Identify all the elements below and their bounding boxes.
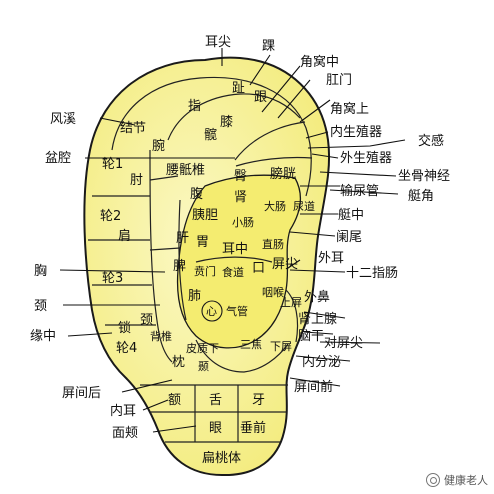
leader-lines bbox=[59, 48, 406, 433]
label-jingzhui: 颈 bbox=[140, 313, 153, 328]
label-yan: 眼 bbox=[209, 421, 222, 436]
label-duipingjian: 对屏尖 bbox=[324, 336, 363, 351]
label-xin: 心 bbox=[206, 305, 217, 318]
label-neishengzhiqi: 内生殖器 bbox=[330, 124, 382, 140]
antitragus-line bbox=[195, 339, 289, 373]
label-niaodao: 尿道 bbox=[293, 199, 315, 213]
label-xi: 膝 bbox=[220, 115, 233, 130]
label-sanjiao: 三焦 bbox=[240, 338, 262, 351]
label-gan: 肝 bbox=[176, 231, 189, 246]
label-pingjianhou: 屏间后 bbox=[62, 386, 101, 401]
label-zhi-toe: 趾 bbox=[232, 81, 245, 96]
label-shangping: 上屏 bbox=[280, 296, 302, 309]
label-xiong: 胸 bbox=[34, 264, 47, 279]
label-jiaogan: 交感 bbox=[418, 133, 444, 149]
label-she: 舌 bbox=[209, 393, 222, 408]
label-fengxi: 风溪 bbox=[50, 112, 76, 127]
label-waishengzhiqi: 外生殖器 bbox=[340, 150, 392, 166]
scapha-seg-2 bbox=[149, 247, 181, 251]
label-pizhixia: 皮质下 bbox=[186, 342, 219, 355]
label-erzhong: 耳中 bbox=[222, 242, 248, 257]
label-shierzhichang: 十二指肠 bbox=[346, 266, 398, 281]
label-ganmen: 肛门 bbox=[326, 73, 352, 88]
label-pingjianqian: 屏间前 bbox=[294, 379, 333, 395]
watermark-icon bbox=[426, 473, 440, 487]
label-ya: 牙 bbox=[252, 393, 265, 408]
label-zhi-finger: 指 bbox=[188, 99, 201, 114]
label-mianjia: 面颊 bbox=[112, 426, 138, 441]
label-e: 额 bbox=[168, 393, 181, 408]
label-lun3: 轮3 bbox=[102, 271, 123, 286]
label-chuiqian: 垂前 bbox=[240, 420, 266, 436]
label-yuanzhong: 缘中 bbox=[30, 329, 56, 344]
label-fei: 肺 bbox=[188, 289, 201, 304]
label-wei: 胃 bbox=[196, 235, 209, 250]
concha-area bbox=[176, 174, 302, 349]
label-jiaowoshang: 角窝上 bbox=[330, 101, 369, 117]
tragus-notch bbox=[285, 289, 299, 343]
label-zhichang: 直肠 bbox=[262, 237, 284, 251]
scapha-line bbox=[149, 149, 173, 363]
scapha-seg-1 bbox=[149, 175, 179, 181]
label-yanhou: 咽喉 bbox=[262, 286, 284, 299]
label-shuniaoguan: 输尿管 bbox=[340, 183, 379, 199]
label-qiguan: 气管 bbox=[226, 304, 248, 318]
watermark: 健康老人 bbox=[426, 472, 488, 488]
label-penqiang: 盆腔 bbox=[45, 151, 71, 166]
label-zuogushenjing: 坐骨神经 bbox=[398, 169, 450, 184]
antihelix-lower-crus bbox=[235, 156, 313, 167]
heart-circle bbox=[201, 300, 223, 322]
label-naogan: 脑干 bbox=[298, 329, 324, 344]
label-yaodizhui: 腰骶椎 bbox=[166, 163, 205, 178]
label-dachang: 大肠 bbox=[264, 199, 286, 213]
label-lun1: 轮1 bbox=[102, 157, 123, 172]
label-lun4: 轮4 bbox=[116, 341, 137, 356]
label-jing-neck: 颈 bbox=[34, 299, 47, 314]
label-shidao: 食道 bbox=[222, 265, 244, 279]
antihelix-body bbox=[178, 199, 187, 321]
label-beizhui: 背椎 bbox=[150, 329, 172, 343]
label-wan: 腕 bbox=[152, 138, 165, 154]
label-gen: 跟 bbox=[254, 90, 267, 105]
label-jian: 肩 bbox=[118, 228, 131, 244]
label-tun: 臀 bbox=[234, 169, 247, 184]
helix-crus bbox=[195, 256, 273, 263]
label-pangguang: 膀胱 bbox=[270, 166, 296, 182]
label-yaodan: 胰胆 bbox=[192, 208, 218, 223]
label-waier: 外耳 bbox=[318, 251, 344, 266]
label-erjian: 耳尖 bbox=[205, 35, 231, 50]
label-fu: 腹 bbox=[190, 186, 203, 202]
label-neifenmi: 内分泌 bbox=[302, 354, 341, 370]
label-biantaoti: 扁桃体 bbox=[202, 451, 241, 466]
label-zhou: 肘 bbox=[130, 173, 143, 188]
antihelix-upper-crus bbox=[167, 93, 301, 141]
label-jiaowozhong: 角窝中 bbox=[300, 54, 339, 70]
label-lanwei: 阑尾 bbox=[336, 230, 362, 245]
label-shen: 肾 bbox=[234, 190, 247, 205]
label-neier: 内耳 bbox=[110, 403, 136, 419]
label-jiejie: 结节 bbox=[120, 121, 146, 136]
label-xiaochang: 小肠 bbox=[232, 216, 254, 229]
label-lun2: 轮2 bbox=[100, 209, 121, 224]
label-pi: 脾 bbox=[173, 259, 186, 274]
label-kuan: 髋 bbox=[204, 127, 217, 143]
label-tingzhong: 艇中 bbox=[338, 208, 364, 223]
triangular-fossa-line bbox=[234, 121, 306, 161]
label-tingjiao: 艇角 bbox=[408, 189, 434, 204]
label-shenshangxian: 肾上腺 bbox=[298, 312, 337, 327]
label-pingjian: 屏尖 bbox=[272, 257, 298, 272]
label-nie: 颞 bbox=[198, 360, 209, 373]
label-huai: 踝 bbox=[262, 39, 275, 54]
label-bimen: 贲门 bbox=[194, 264, 216, 278]
label-waibi: 外鼻 bbox=[304, 289, 330, 305]
label-zhen: 枕 bbox=[172, 355, 185, 370]
label-suo: 锁 bbox=[118, 320, 131, 336]
label-kou: 口 bbox=[252, 261, 265, 276]
label-xiaping: 下屏 bbox=[270, 340, 292, 353]
watermark-text: 健康老人 bbox=[444, 474, 488, 487]
